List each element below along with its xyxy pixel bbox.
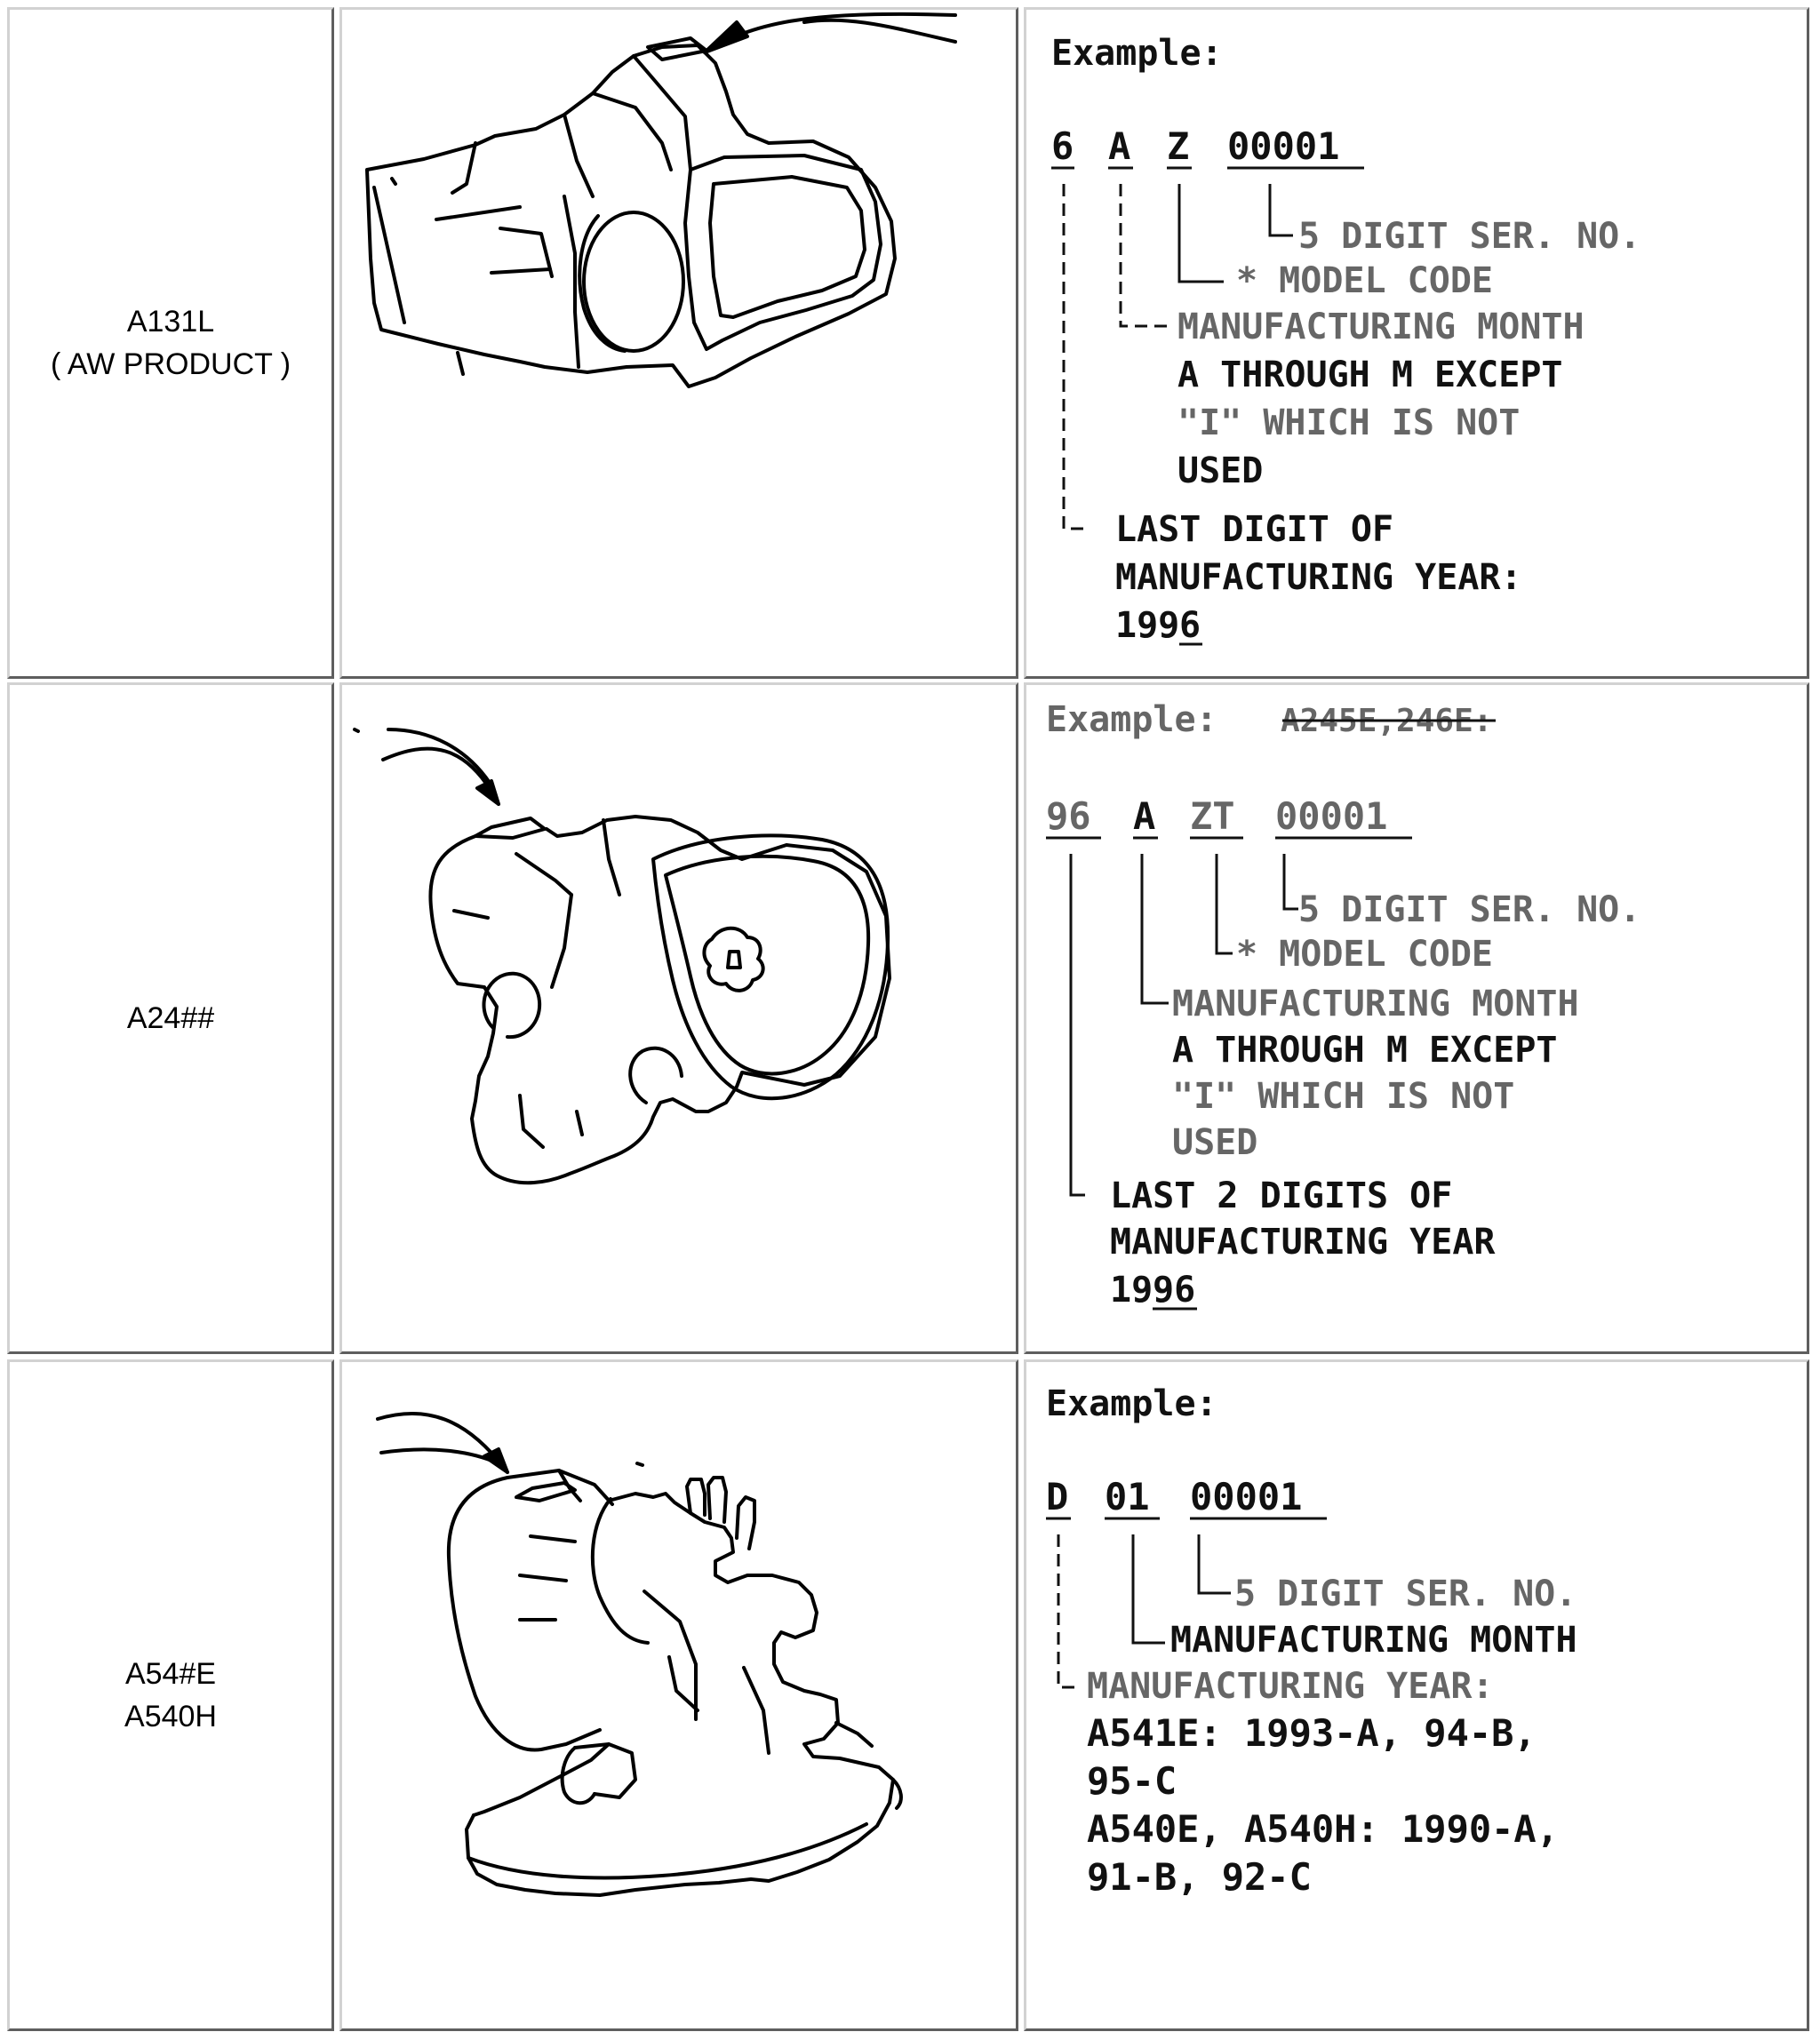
month-line: USED	[1172, 1122, 1257, 1163]
serial-breakdown-a24: Example: A245E,246E: 96 A ZT 00001 5 DIG…	[1046, 699, 1640, 1311]
year-line: 91-B, 92-C	[1087, 1855, 1312, 1899]
month-line: A THROUGH M EXCEPT	[1177, 355, 1562, 395]
year-prefix: 19	[1110, 1270, 1153, 1311]
transmission-illustration-a131l	[339, 7, 1018, 679]
year-underlined-digit: 6	[1179, 605, 1201, 646]
example-cell-a131l: Example: 6 A Z 00001 5 DIGIT SER. NO. * …	[1024, 7, 1809, 679]
month-line: A THROUGH M EXCEPT	[1172, 1030, 1557, 1071]
transmission-illustration-a24	[339, 682, 1018, 1354]
serial-breakdown-a131l: Example: 6 A Z 00001 5 DIGIT SER. NO. * …	[1051, 33, 1640, 646]
example-cell-a54: Example: D 01 00001 5 DIGIT SER. NO. MAN…	[1024, 1359, 1809, 2031]
year-line: A541E: 1993-A, 94-B,	[1087, 1711, 1537, 1755]
example-heading: Example:	[1046, 699, 1217, 740]
month-line: "I" WHICH IS NOT	[1177, 402, 1520, 443]
year-prefix: 199	[1115, 605, 1179, 646]
model-line: A131L	[126, 305, 215, 339]
year-line: A540E, A540H: 1990-A,	[1087, 1807, 1559, 1851]
model-cell-a24: A24##	[7, 682, 334, 1354]
code-part-month: 01	[1105, 1475, 1150, 1518]
code-part-year: 6	[1051, 124, 1074, 168]
serial-breakdown-a54: Example: D 01 00001 5 DIGIT SER. NO. MAN…	[1046, 1383, 1577, 1899]
model-cell-a54: A54#E A540H	[7, 1359, 334, 2031]
year-line: 95-C	[1087, 1759, 1177, 1803]
serial-label: 5 DIGIT SER. NO.	[1298, 216, 1640, 257]
model-name: A54#E A540H	[10, 1362, 331, 2028]
year-line: LAST 2 DIGITS OF	[1110, 1175, 1452, 1216]
year-underlined-digits: 96	[1153, 1270, 1195, 1311]
code-part-model: ZT	[1190, 794, 1235, 838]
month-line: MANUFACTURING MONTH	[1172, 984, 1579, 1024]
month-label: MANUFACTURING MONTH	[1170, 1620, 1577, 1661]
code-part-serial: 00001	[1190, 1475, 1302, 1518]
model-code-label: * MODEL CODE	[1236, 260, 1493, 301]
code-part-serial: 00001	[1227, 124, 1339, 168]
example-heading: Example:	[1051, 33, 1223, 74]
month-line: "I" WHICH IS NOT	[1172, 1076, 1514, 1117]
model-cell-a131l: A131L ( AW PRODUCT )	[7, 7, 334, 679]
year-line: LAST DIGIT OF	[1115, 509, 1393, 550]
transmission-drawing	[353, 728, 891, 1185]
code-part-year: D	[1046, 1475, 1068, 1518]
example-heading: Example:	[1046, 1383, 1217, 1424]
model-name: A24##	[10, 685, 331, 1351]
year-line: MANUFACTURING YEAR:	[1087, 1666, 1494, 1707]
code-part-month: A	[1133, 794, 1155, 838]
transmission-drawing	[365, 12, 957, 388]
code-part-serial: 00001	[1275, 794, 1387, 838]
model-line: A24##	[126, 1001, 215, 1035]
serial-label: 5 DIGIT SER. NO.	[1298, 889, 1640, 930]
model-line: A54#E	[124, 1657, 217, 1691]
year-line: MANUFACTURING YEAR:	[1115, 557, 1522, 598]
model-name: A131L ( AW PRODUCT )	[10, 10, 331, 676]
model-line: A540H	[124, 1700, 217, 1733]
transmission-illustration-a54	[339, 1359, 1018, 2031]
year-line: MANUFACTURING YEAR	[1110, 1222, 1496, 1263]
code-part-model: Z	[1167, 124, 1189, 168]
month-line: USED	[1177, 450, 1263, 491]
month-line: MANUFACTURING MONTH	[1177, 307, 1585, 347]
code-part-month: A	[1108, 124, 1130, 168]
model-line: ( AW PRODUCT )	[50, 347, 291, 381]
example-cell-a24: Example: A245E,246E: 96 A ZT 00001 5 DIG…	[1024, 682, 1809, 1354]
model-code-label: * MODEL CODE	[1236, 934, 1493, 975]
code-part-year: 96	[1046, 794, 1091, 838]
serial-label: 5 DIGIT SER. NO.	[1234, 1574, 1577, 1614]
transmission-drawing	[376, 1412, 903, 1897]
